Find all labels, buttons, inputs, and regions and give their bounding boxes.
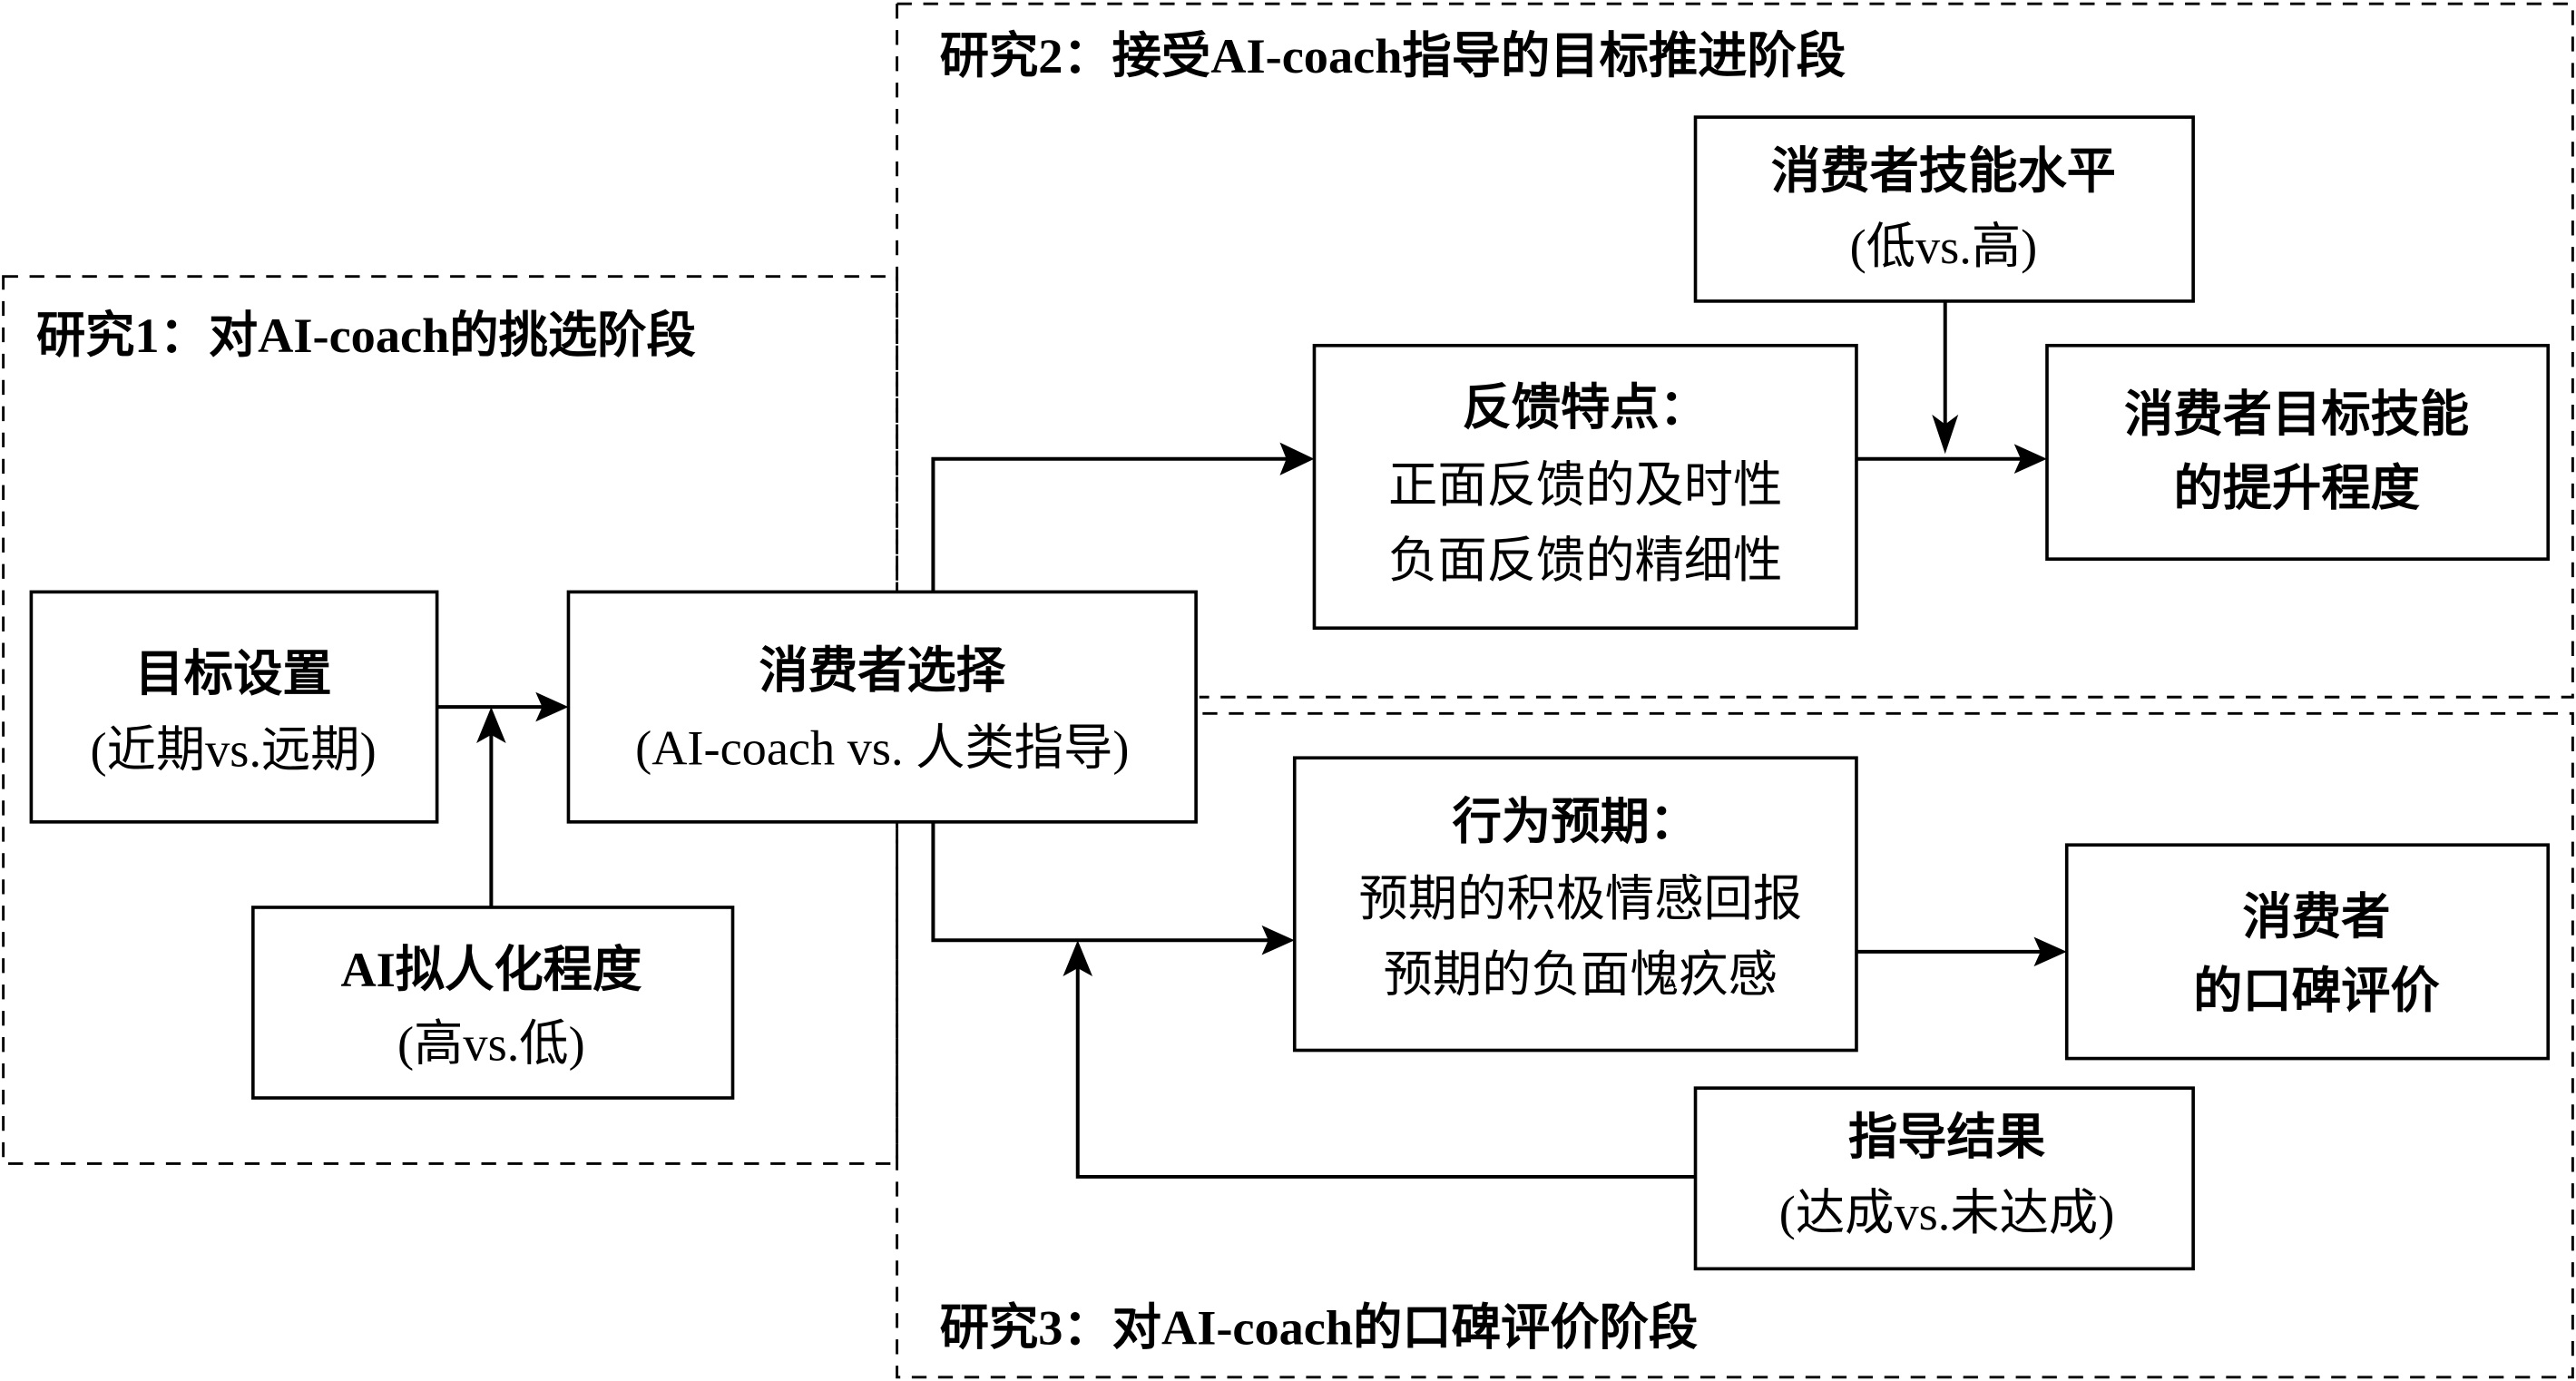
study1-region bbox=[2, 275, 899, 1165]
feedback-line2: 负面反馈的精细性 bbox=[1388, 534, 1782, 588]
consumer-choice-box: 消费者选择 (AI-coach vs. 人类指导) bbox=[566, 590, 1198, 824]
skill-gain-box: 消费者目标技能 的提升程度 bbox=[2045, 343, 2551, 561]
skill-level-box: 消费者技能水平 (低vs.高) bbox=[1693, 115, 2195, 303]
feedback-title: 反馈特点： bbox=[1462, 381, 1708, 436]
coaching-outcome-title: 指导结果 bbox=[1848, 1111, 2045, 1165]
skill-gain-line2: 的提升程度 bbox=[2173, 461, 2420, 515]
word-of-mouth-box: 消费者 的口碑评价 bbox=[2064, 843, 2551, 1061]
skill-gain-line1: 消费者目标技能 bbox=[2124, 387, 2469, 442]
arrow-anthropomorphism-moderator bbox=[476, 707, 506, 907]
behavior-expectation-line2: 预期的负面愧疚感 bbox=[1384, 947, 1778, 1002]
study2-region bbox=[896, 2, 2574, 699]
behavior-expectation-line1: 预期的积极情感回报 bbox=[1358, 872, 1802, 926]
feedback-line1: 正面反馈的及时性 bbox=[1388, 458, 1782, 513]
arrow-goal-to-choice bbox=[436, 691, 569, 722]
coaching-outcome-sub: (达成vs.未达成) bbox=[1779, 1186, 2115, 1240]
anthropomorphism-sub: (高vs.低) bbox=[397, 1016, 585, 1071]
arrow-feedback-to-skill-gain bbox=[1856, 444, 2047, 475]
consumer-choice-sub: (AI-coach vs. 人类指导) bbox=[635, 720, 1129, 775]
anthropomorphism-box: AI拟人化程度 (高vs.低) bbox=[251, 906, 735, 1100]
arrow-outcome-moderator bbox=[1063, 940, 1696, 1179]
skill-level-title: 消费者技能水平 bbox=[1771, 144, 2116, 199]
arrow-choice-to-feedback bbox=[931, 442, 1315, 593]
study3-region bbox=[896, 711, 2574, 1379]
goal-setting-sub: (近期vs.远期) bbox=[90, 722, 376, 777]
feedback-box: 反馈特点： 正面反馈的及时性 负面反馈的精细性 bbox=[1312, 343, 1858, 631]
anthropomorphism-title: AI拟人化程度 bbox=[340, 943, 642, 997]
skill-level-sub: (低vs.高) bbox=[1850, 220, 2038, 274]
consumer-choice-title: 消费者选择 bbox=[759, 643, 1006, 698]
behavior-expectation-box: 行为预期： 预期的积极情感回报 预期的负面愧疚感 bbox=[1292, 756, 1858, 1053]
word-of-mouth-line1: 消费者 bbox=[2242, 890, 2390, 945]
study3-title: 研究3：对AI-coach的口碑评价阶段 bbox=[940, 1301, 1699, 1356]
coaching-outcome-box: 指导结果 (达成vs.未达成) bbox=[1693, 1086, 2195, 1271]
arrow-behavior-to-wom bbox=[1856, 936, 2067, 967]
goal-setting-box: 目标设置 (近期vs.远期) bbox=[29, 590, 439, 824]
study1-title: 研究1：对AI-coach的挑选阶段 bbox=[36, 309, 696, 363]
study2-title: 研究2：接受AI-coach指导的目标推进阶段 bbox=[940, 29, 1846, 83]
arrow-choice-to-behavior bbox=[931, 821, 1295, 955]
arrow-skill-level-moderator bbox=[1932, 300, 1959, 455]
goal-setting-title: 目标设置 bbox=[135, 647, 332, 701]
behavior-expectation-title: 行为预期： bbox=[1453, 795, 1699, 849]
word-of-mouth-line2: 的口碑评价 bbox=[2193, 964, 2440, 1018]
